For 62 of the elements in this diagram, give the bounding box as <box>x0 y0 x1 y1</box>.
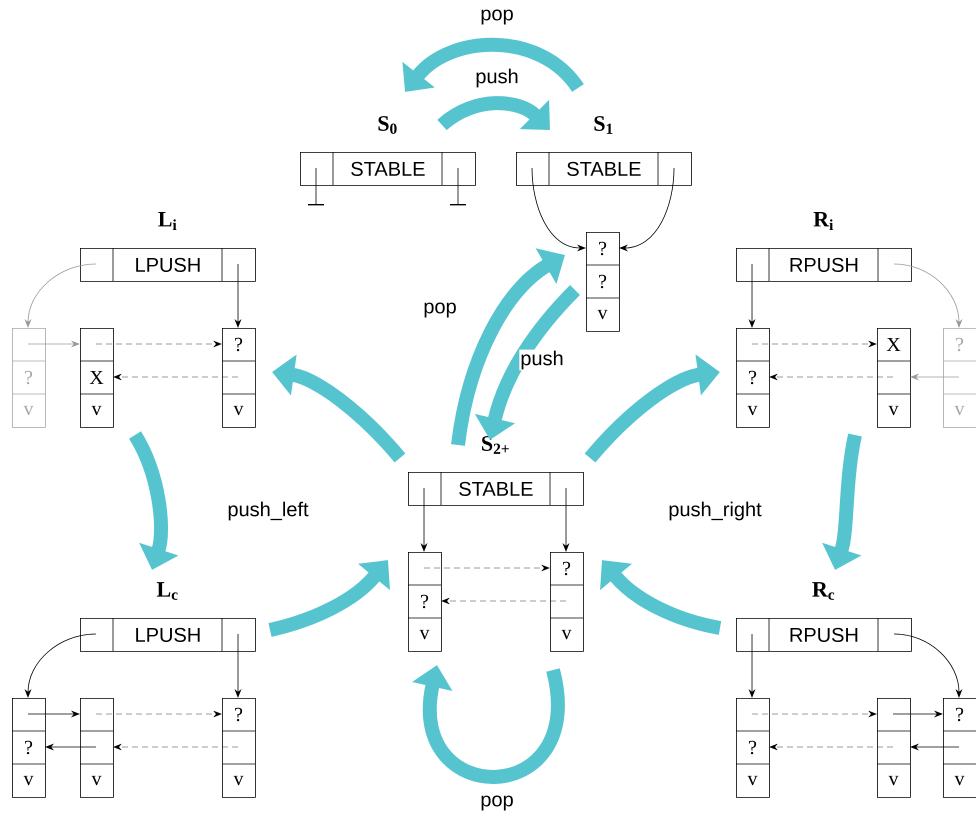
edge-label: pop <box>479 794 515 812</box>
cell-text: v <box>234 406 244 416</box>
state-label: L$_{c}$ <box>156 582 178 600</box>
state-label: S$_{0}$ <box>378 116 397 134</box>
transition-arrow <box>600 560 722 635</box>
edge-label: push <box>474 68 520 88</box>
pointer-arrow <box>769 374 894 380</box>
cell-text: ? <box>235 338 242 352</box>
anchor-box: STABLE <box>408 472 584 506</box>
cell-text: ? <box>956 708 964 722</box>
cell-text: ? <box>749 370 756 384</box>
transition-label: push_left <box>228 502 308 520</box>
pointer-arrow <box>113 744 238 750</box>
cell-text: ? <box>235 708 242 722</box>
anchor-box: LPUSH <box>80 248 256 282</box>
cell-text: v <box>748 406 758 416</box>
cell-text: v <box>954 406 965 416</box>
pointer-arrow <box>424 564 550 572</box>
cell-text: v <box>92 776 102 786</box>
anchor-box: LPUSH <box>80 618 256 652</box>
cell-text: v <box>888 776 899 786</box>
cell-text: ? <box>599 274 606 288</box>
cell-text: v <box>24 776 34 786</box>
state-label: R$_{c}$ <box>812 582 834 600</box>
state-label: R$_{i}$ <box>814 212 834 230</box>
cell-text: ? <box>599 242 606 256</box>
cell-text: ? <box>421 594 428 608</box>
pointer-arrow <box>769 744 894 750</box>
cell-text: X <box>886 338 900 352</box>
cell-text: ? <box>956 338 964 352</box>
edge-label: pop <box>479 8 515 26</box>
cell-text: v <box>92 406 102 416</box>
state-label: L$_{i}$ <box>158 212 176 230</box>
cell-text: v <box>420 630 430 640</box>
cell-text: v <box>748 776 758 786</box>
cell-text: ? <box>749 740 756 754</box>
cell-text: v <box>598 310 608 320</box>
cell-text: X <box>90 370 104 384</box>
cell-text: ? <box>25 740 32 754</box>
anchor-box: RPUSH <box>736 618 912 652</box>
cell-text: v <box>234 776 244 786</box>
transition-arrow <box>438 96 550 130</box>
anchor-box: RPUSH <box>736 248 912 282</box>
transition-arrow <box>268 560 390 637</box>
pointer-arrow <box>113 374 238 380</box>
cell-text: v <box>888 406 899 416</box>
anchor-box: STABLE <box>300 152 476 186</box>
cell-text: v <box>562 630 572 640</box>
cell-text: ? <box>563 562 570 576</box>
edge-label: push <box>519 350 565 370</box>
cell-text: v <box>24 406 34 416</box>
pointer-arrow <box>752 340 877 348</box>
transition-label: push_right <box>670 502 762 520</box>
pointer-arrow <box>96 710 222 718</box>
pointer-arrow <box>96 340 222 348</box>
pointer-arrow <box>441 598 566 604</box>
cell-text: ? <box>25 370 32 384</box>
state-label: S$_{1}$ <box>594 116 612 134</box>
pointer-arrow <box>752 710 877 718</box>
cell-text: v <box>954 776 965 786</box>
edge-label: pop <box>422 302 458 318</box>
anchor-box: STABLE <box>516 152 692 186</box>
